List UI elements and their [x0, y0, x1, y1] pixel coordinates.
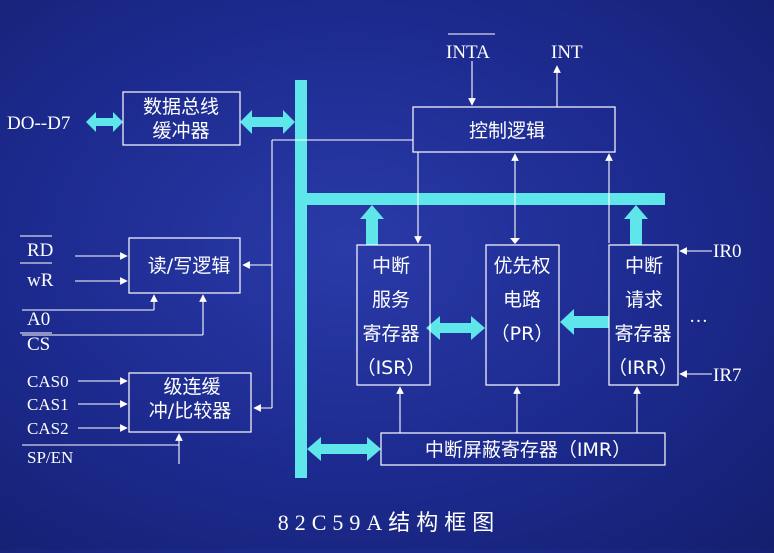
control-to-pr-arrowhead: [510, 238, 520, 244]
internal-bus-horizontal: [307, 193, 665, 205]
int-label: INT: [551, 42, 583, 63]
data-pins-label: DO--D7: [7, 113, 70, 134]
control-logic-label: 控制逻辑: [469, 120, 545, 142]
rw-logic-label: 读/写逻辑: [148, 255, 230, 277]
pr-label-2: 电路: [503, 289, 541, 311]
data-pins-bus-arrow: [86, 112, 123, 132]
irr-label-2: 请求: [625, 289, 663, 311]
cs-label: CS: [27, 334, 50, 355]
cascade-comparator-box: [128, 372, 252, 433]
pr-label-3: （PR）: [491, 323, 554, 345]
imr-label: 中断屏蔽寄存器（IMR）: [425, 439, 631, 461]
data-bus-buffer-label-2: 缓冲器: [152, 120, 209, 142]
cascade-label-1: 级连缓: [163, 376, 220, 398]
imr-box: [380, 432, 666, 466]
ir-ellipsis: …: [689, 306, 708, 327]
control-logic-box: [412, 106, 616, 153]
isr-box: [356, 244, 431, 386]
irr-label-3: 寄存器: [614, 323, 671, 345]
data-bus-buffer-label-1: 数据总线: [143, 96, 219, 118]
internal-bus-vertical: [295, 80, 307, 478]
pr-label-1: 优先权: [493, 255, 550, 277]
data-bus-buffer-box: [122, 91, 241, 146]
irr-label-4: （IRR）: [608, 357, 678, 379]
rd-label: RD: [27, 240, 53, 261]
isr-label-2: 服务: [372, 289, 410, 311]
pr-box: [485, 244, 560, 386]
isr-label-4: （ISR）: [357, 357, 426, 379]
irr-bus-arrow: [624, 205, 648, 245]
isr-bus-arrow: [360, 205, 384, 245]
ir7-label: IR7: [713, 365, 742, 386]
a0-label: A0: [27, 309, 50, 330]
sp-en-label: SP/EN: [27, 448, 73, 467]
imr-bus-arrow: [307, 437, 381, 461]
isr-pr-bus-arrow: [426, 316, 485, 340]
cas2-label: CAS2: [27, 419, 69, 438]
ir0-label: IR0: [713, 241, 742, 262]
irr-label-1: 中断: [625, 255, 663, 277]
inta-label: INTA: [446, 42, 490, 63]
cas0-label: CAS0: [27, 372, 69, 391]
irr-to-pr-bus-arrow: [560, 309, 609, 335]
buffer-bus-arrow: [240, 110, 295, 134]
rw-logic-box: [128, 237, 241, 294]
diagram-caption: 82C59A结构框图: [278, 510, 501, 535]
isr-label-3: 寄存器: [362, 323, 419, 345]
irr-box: [608, 244, 679, 386]
wr-label: wR: [27, 270, 54, 291]
isr-label-1: 中断: [372, 255, 410, 277]
cascade-label-2: 冲/比较器: [149, 400, 231, 422]
cas1-label: CAS1: [27, 395, 69, 414]
